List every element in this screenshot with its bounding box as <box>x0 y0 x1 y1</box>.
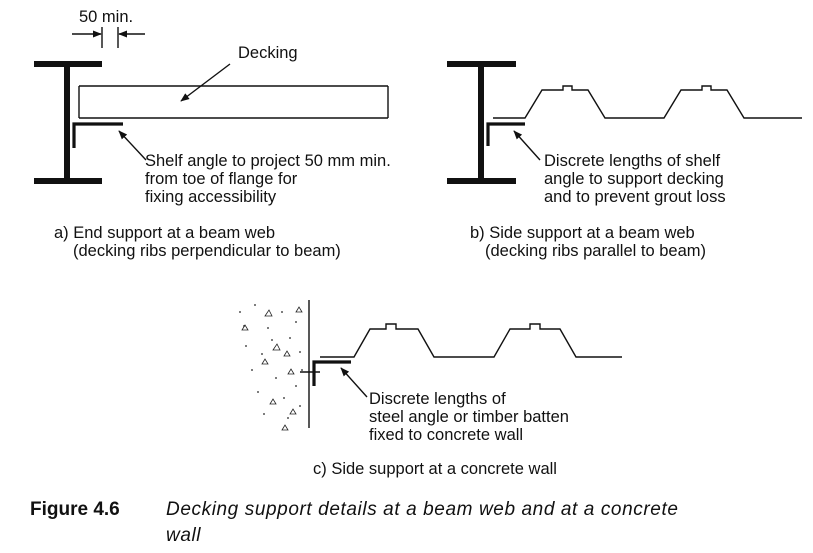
shelf-angle-note-b: Discrete lengths of shelf angle to suppo… <box>544 152 726 206</box>
caption-b-line-1: b) Side support at a beam web <box>470 224 695 242</box>
support-angle-note-c: Discrete lengths of steel angle or timbe… <box>369 390 569 444</box>
caption-a: a) End support at a beam web (decking ri… <box>54 224 341 260</box>
diagram-c: Discrete lengths of steel angle or timbe… <box>239 300 622 478</box>
note-b-line-2: angle to support decking <box>544 170 724 188</box>
caption-c: c) Side support at a concrete wall <box>313 460 557 478</box>
shelf-angle-note-a: Shelf angle to project 50 mm min. from t… <box>145 152 391 206</box>
caption-a-line-2: (decking ribs perpendicular to beam) <box>73 242 341 260</box>
shelf-angle-b <box>486 122 525 146</box>
note-c-line-3: fixed to concrete wall <box>369 426 523 444</box>
decking-label: Decking <box>238 44 298 62</box>
figure-number: Figure 4.6 <box>30 499 120 520</box>
support-angle-c <box>312 360 351 386</box>
note-b-line-1: Discrete lengths of shelf <box>544 152 721 170</box>
decking-leader <box>180 63 231 102</box>
concrete-hatch <box>239 304 303 431</box>
profiled-decking-b <box>493 85 802 119</box>
dimension-label: 50 min. <box>79 8 133 26</box>
i-beam-b <box>447 61 516 184</box>
caption-b: b) Side support at a beam web (decking r… <box>470 224 706 260</box>
figure-title-line-1: Decking support details at a beam web an… <box>166 499 679 520</box>
shelf-angle-leader-b <box>513 130 541 161</box>
note-b-line-3: and to prevent grout loss <box>544 188 726 206</box>
figure-caption: Figure 4.6 Decking support details at a … <box>30 499 679 546</box>
shelf-angle-a <box>72 122 123 148</box>
decking-slab-a <box>78 85 389 119</box>
profiled-decking-c <box>320 323 622 358</box>
shelf-note-line-3: fixing accessibility <box>145 188 277 206</box>
shelf-note-line-2: from toe of flange for <box>145 170 298 188</box>
dimension-50-min: 50 min. <box>72 8 145 48</box>
support-angle-leader-c <box>340 367 368 398</box>
figure-title-line-2: wall <box>166 525 201 546</box>
shelf-angle-leader-a <box>118 130 147 161</box>
note-c-line-2: steel angle or timber batten <box>369 408 569 426</box>
shelf-note-line-1: Shelf angle to project 50 mm min. <box>145 152 391 170</box>
caption-b-line-2: (decking ribs parallel to beam) <box>485 242 706 260</box>
diagram-a: 50 min. Decking Shelf angle to project 5… <box>34 8 391 260</box>
note-c-line-1: Discrete lengths of <box>369 390 506 408</box>
caption-a-line-1: a) End support at a beam web <box>54 224 275 242</box>
diagram-b: Discrete lengths of shelf angle to suppo… <box>447 61 802 260</box>
i-beam-a <box>34 61 102 184</box>
